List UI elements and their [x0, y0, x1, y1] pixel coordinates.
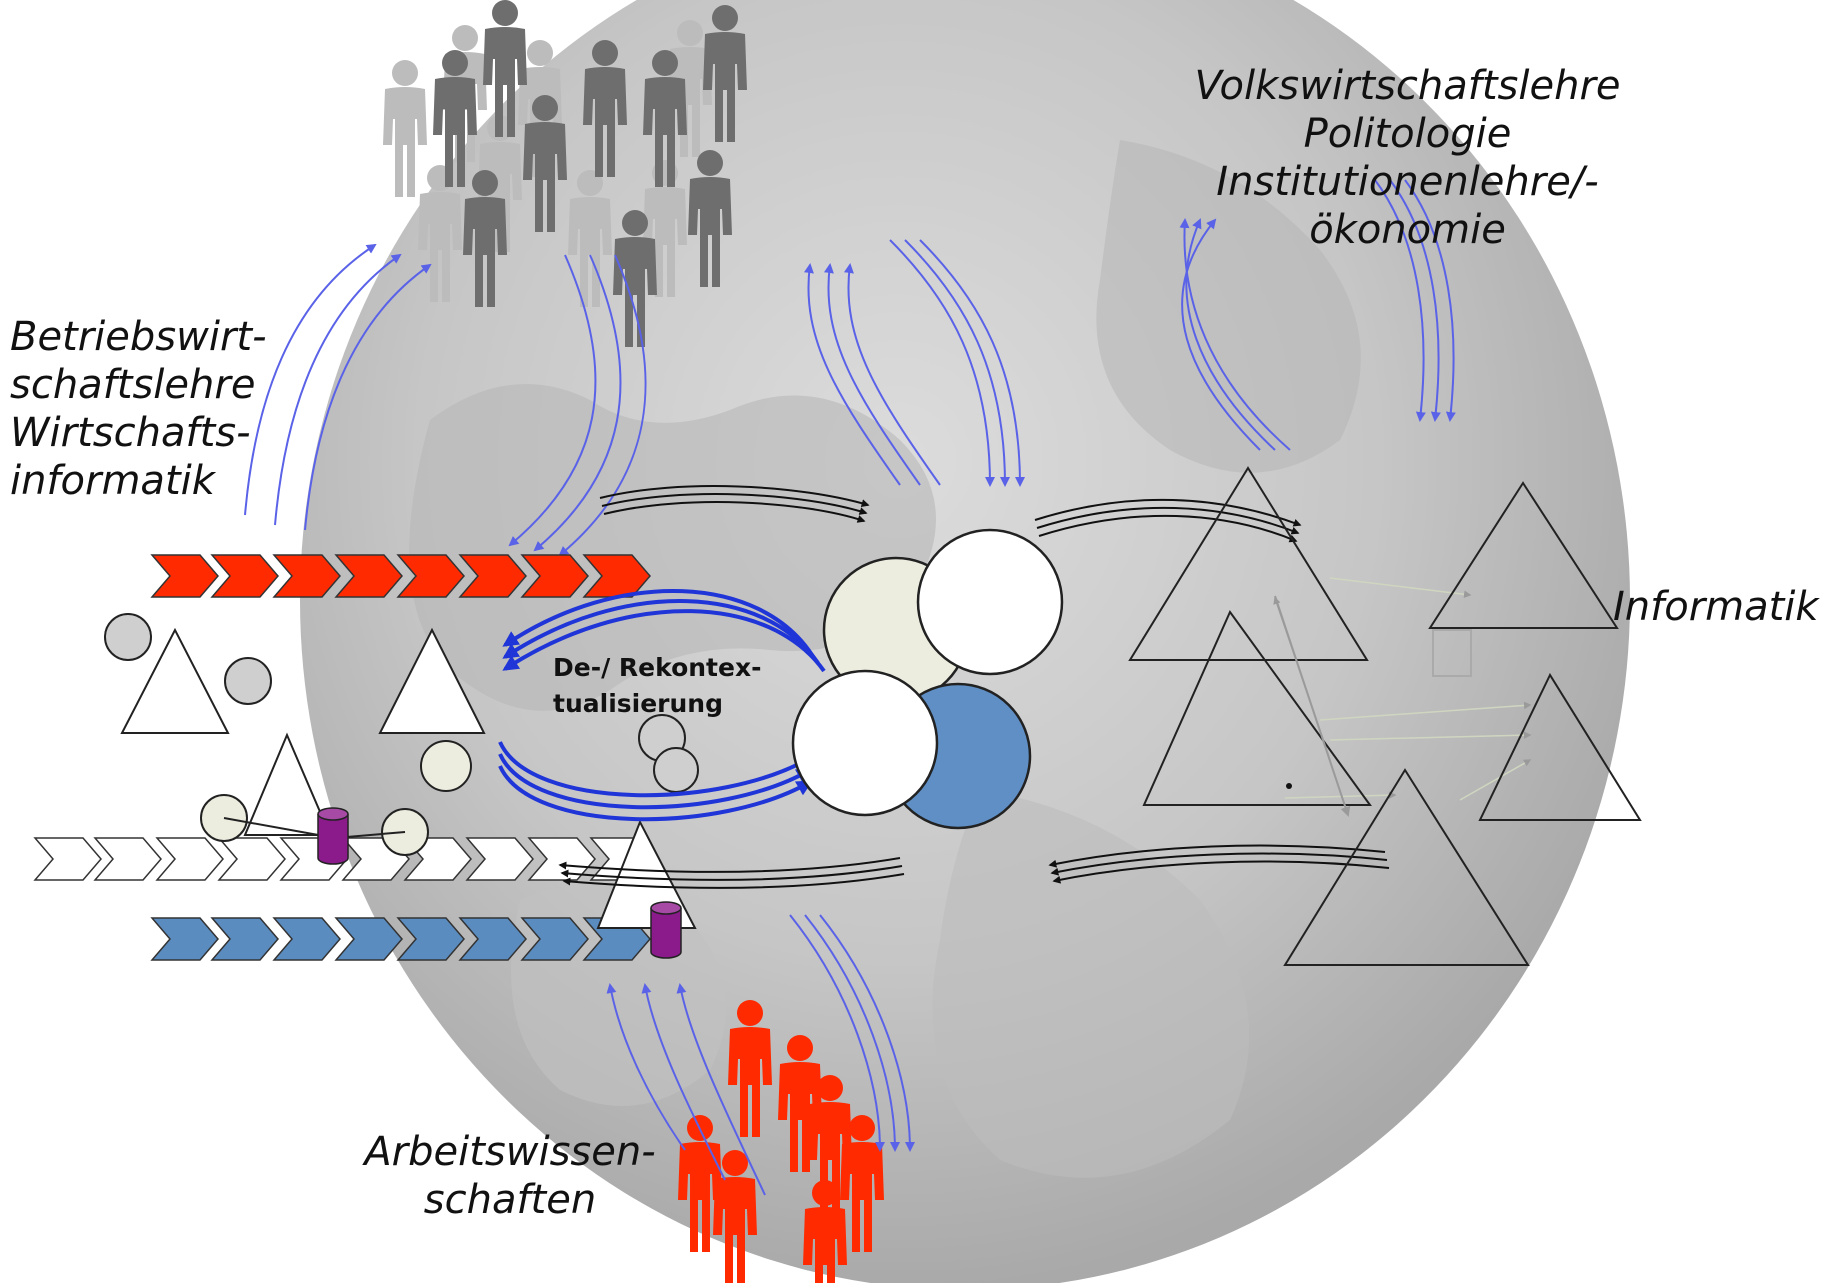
- label-arbeitswissenschaften: Arbeitswissen- schaften: [360, 1128, 660, 1224]
- center-circles: [791, 528, 1064, 830]
- left-shape-cluster: [104, 613, 699, 929]
- label-vwl-line: Politologie: [1303, 111, 1512, 157]
- label-arbeit-line: schaften: [423, 1177, 597, 1223]
- label-arbeit-line: Arbeitswissen-: [364, 1129, 656, 1175]
- chevron-chain-blue: [150, 917, 651, 961]
- label-center-line: De-/ Rekontex-: [553, 653, 762, 682]
- label-bwl-line: Betriebswirt-: [10, 314, 267, 360]
- label-bwl-line: informatik: [10, 458, 215, 504]
- label-kontextualisierung: De-/ Rekontex- tualisierung: [553, 650, 761, 722]
- label-bwl-line: schaftslehre: [10, 362, 256, 408]
- cycle-arrows: [498, 589, 826, 822]
- label-vwl-line: Volkswirtschaftslehre: [1194, 63, 1621, 109]
- label-bwl-line: Wirtschafts-: [10, 410, 251, 456]
- right-triangle-network: [1128, 466, 1642, 966]
- label-informatik: Informatik: [1613, 584, 1819, 630]
- label-bwl: Betriebswirt- schaftslehre Wirtschafts- …: [10, 313, 267, 505]
- chevron-chain-red: [150, 554, 651, 598]
- label-center-line: tualisierung: [553, 689, 723, 718]
- label-vwl-line: ökonomie: [1309, 207, 1506, 253]
- label-vwl: Volkswirtschaftslehre Politologie Instit…: [1185, 62, 1630, 254]
- blue-arrow-bundles: [244, 179, 1456, 1196]
- database-cylinder-2: [650, 901, 682, 959]
- black-arrow-connectors: [558, 485, 1390, 889]
- database-cylinder-1: [317, 807, 349, 865]
- label-vwl-line: Institutionenlehre/-: [1216, 159, 1599, 205]
